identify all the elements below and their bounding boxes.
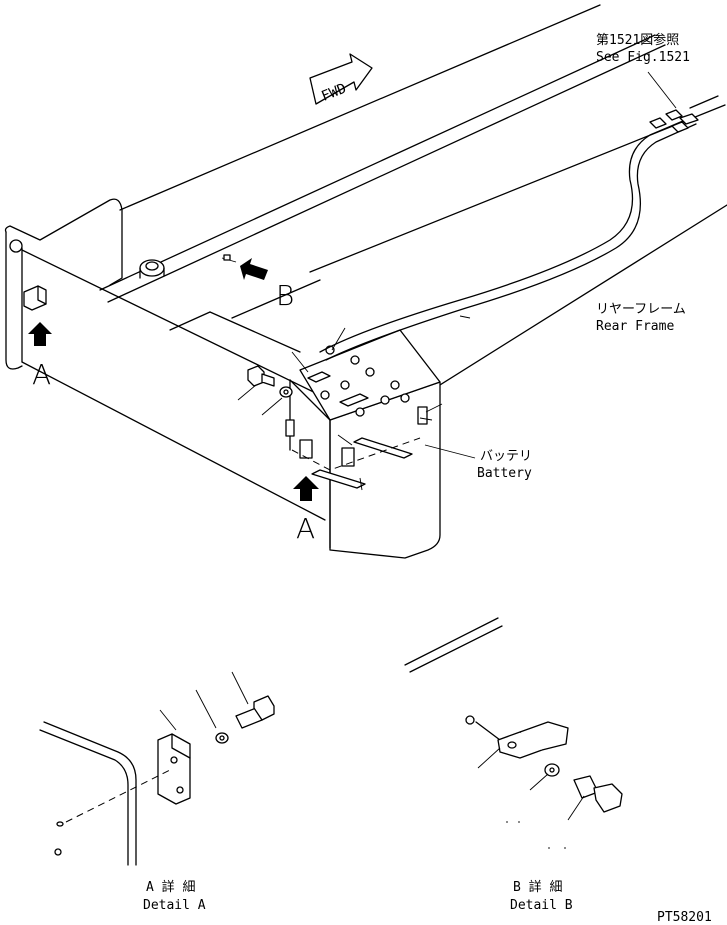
rear-frame [4, 4, 727, 521]
see-figure-en: See Fig.1521 [596, 50, 690, 65]
hold-down-bolt [247, 365, 293, 398]
detail-b-label-jp: B 詳 細 [513, 879, 562, 895]
view-arrow-a-left [28, 322, 52, 346]
detail-a-label-en: Detail A [143, 898, 206, 913]
detail-a-drawing [39, 671, 275, 866]
view-arrow-a-battery [293, 476, 319, 501]
view-arrow-b [221, 254, 268, 280]
battery-label-jp: バッテリ [480, 449, 532, 464]
detail-b-label-en: Detail B [510, 898, 573, 913]
rear-frame-en: Rear Frame [596, 319, 674, 334]
view-label-a-bottom: A [296, 512, 315, 545]
view-label-b: B [276, 279, 294, 312]
see-figure-jp: 第1521図参照 [596, 32, 679, 48]
detail-a-label-jp: A 詳 細 [146, 879, 195, 895]
forward-direction-arrow: FWD [309, 53, 373, 105]
break-lines [404, 617, 503, 673]
view-label-a-top: A [32, 358, 51, 391]
rear-frame-jp: リヤーフレーム [596, 302, 686, 317]
detail-b-drawing [465, 715, 623, 849]
battery-label-en: Battery [477, 466, 532, 481]
battery [237, 327, 476, 559]
wiring-harness [319, 71, 719, 361]
figure-code: PT58201 [657, 910, 712, 925]
